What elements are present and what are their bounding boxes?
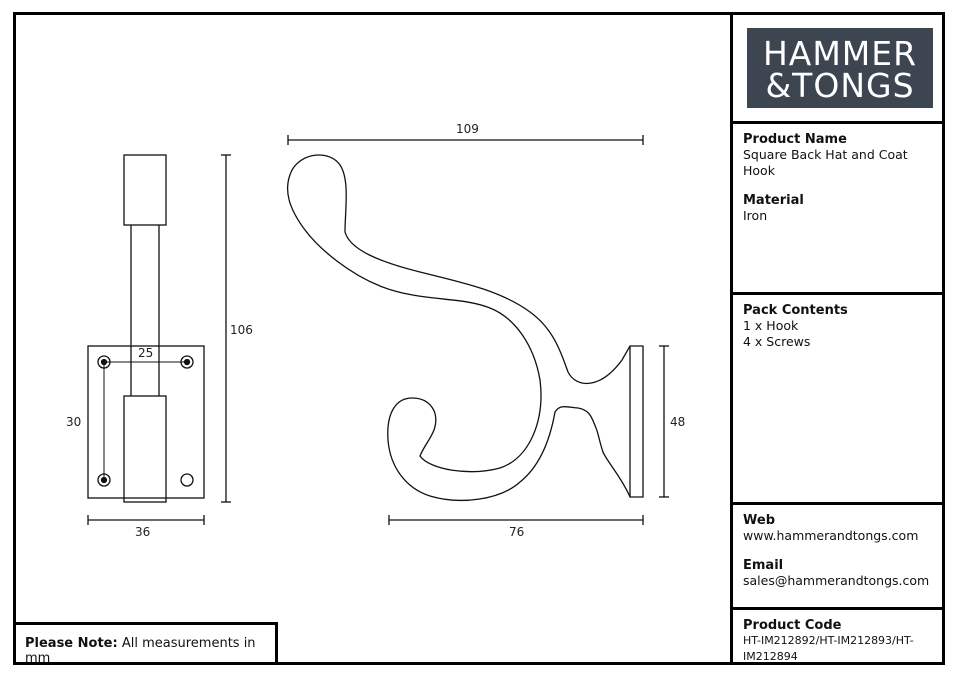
pack-line2: 4 x Screws — [743, 334, 811, 349]
logo-line1: HAMMER — [762, 34, 918, 73]
note-text: All measurements in mm — [25, 636, 256, 666]
brand-logo: HAMMER &TONGS — [747, 28, 933, 108]
dim-screw-spacing: 25 — [138, 346, 153, 360]
logo-panel: HAMMER &TONGS — [733, 12, 945, 124]
product-panel: Product Name Square Back Hat and Coat Ho… — [733, 124, 945, 295]
email-value[interactable]: sales@hammerandtongs.com — [743, 573, 930, 588]
logo-line2: &TONGS — [765, 66, 915, 105]
dim-side-depth: 109 — [456, 122, 479, 136]
dim-plate-height: 30 — [66, 415, 81, 429]
dim-front-height: 106 — [230, 323, 253, 337]
product-name-value: Square Back Hat and Coat Hook — [743, 147, 908, 178]
material-value: Iron — [743, 208, 768, 223]
web-value[interactable]: www.hammerandtongs.com — [743, 528, 919, 543]
pack-label: Pack Contents — [743, 303, 848, 318]
code-label: Product Code — [743, 618, 842, 633]
note-label: Please Note: — [25, 636, 118, 651]
measurement-note: Please Note: All measurements in mm — [13, 622, 278, 666]
back-plate — [87, 345, 205, 499]
pack-line1: 1 x Hook — [743, 318, 799, 333]
dim-side-plate-height: 48 — [670, 415, 685, 429]
dim-front-width: 36 — [135, 525, 150, 539]
drawing-frame — [13, 12, 945, 665]
dim-side-base: 76 — [509, 525, 524, 539]
product-name-label: Product Name — [743, 132, 847, 147]
web-label: Web — [743, 513, 775, 528]
hook-top-block — [123, 154, 167, 226]
material-label: Material — [743, 193, 804, 208]
hook-profile — [286, 154, 644, 501]
pack-panel: Pack Contents 1 x Hook 4 x Screws — [733, 295, 945, 505]
contact-panel: Web www.hammerandtongs.com Email sales@h… — [733, 505, 945, 610]
code-panel: Product Code HT-IM212892/HT-IM212893/HT-… — [733, 610, 945, 665]
hook-bottom-block — [123, 395, 167, 503]
info-sidebar: HAMMER &TONGS Product Name Square Back H… — [730, 12, 945, 665]
email-label: Email — [743, 558, 784, 573]
code-value: HT-IM212892/HT-IM212893/HT-IM212894 — [743, 634, 914, 663]
